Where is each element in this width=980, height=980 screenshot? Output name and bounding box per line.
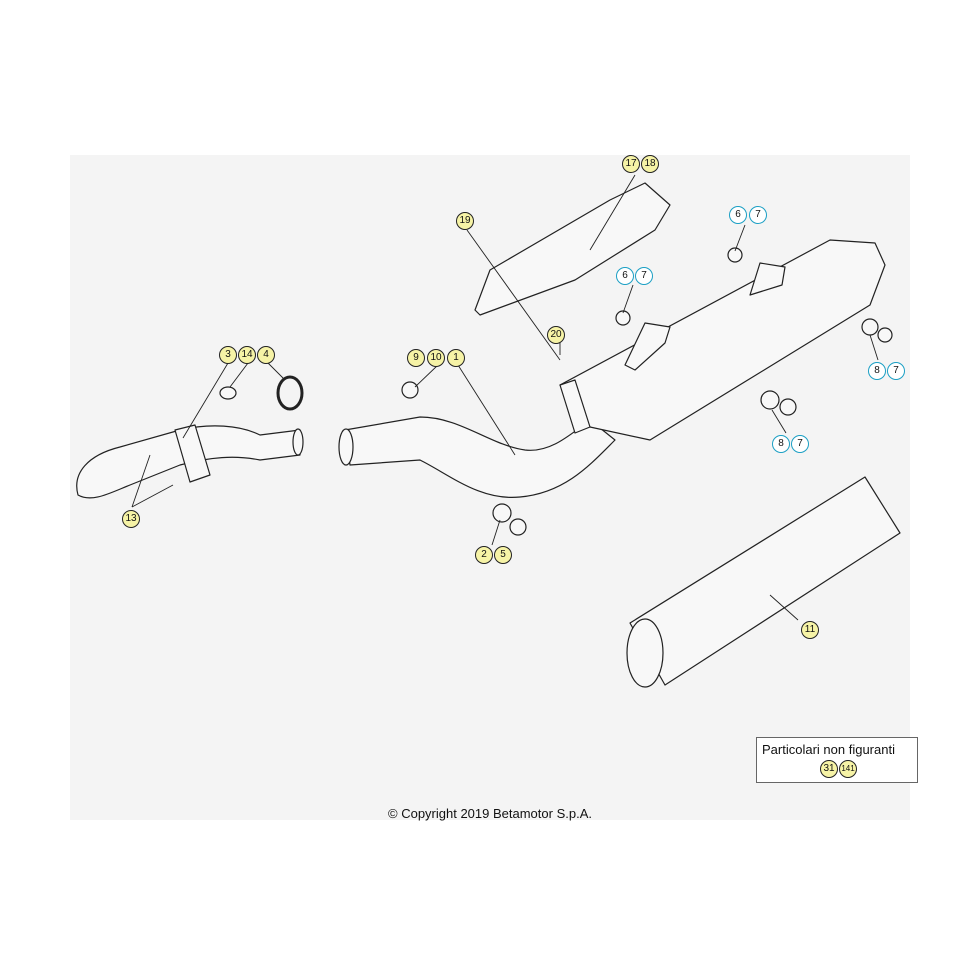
leader-8a (869, 334, 879, 361)
silencer-body (559, 239, 886, 441)
legend-item-31[interactable]: 31 (820, 760, 838, 778)
callout-8b[interactable]: 8 (772, 435, 790, 453)
exhaust-gasket (276, 375, 304, 411)
exhaust-system-diagram: 17 18 19 6 7 6 7 20 9 10 1 3 14 4 8 7 8 … (70, 155, 918, 820)
leader-2 (491, 519, 501, 546)
leader-1 (457, 364, 516, 456)
silencer-wrap-end (626, 618, 664, 688)
washer-5 (509, 518, 527, 536)
callout-7c[interactable]: 7 (887, 362, 905, 380)
silencer-wrap (629, 476, 901, 686)
callout-1[interactable]: 1 (447, 349, 465, 367)
header-flange (174, 424, 211, 483)
leader-14 (229, 362, 249, 388)
washer-7b (779, 398, 797, 416)
washer-7a (877, 327, 893, 343)
leader-19 (466, 229, 561, 361)
heat-shield (474, 182, 671, 316)
washer-6b (615, 310, 631, 326)
leader-6b (622, 284, 634, 314)
legend-item-141[interactable]: 141 (839, 760, 857, 778)
legend-title: Particolari non figuranti (762, 742, 895, 757)
mid-pipe-inlet (338, 428, 354, 466)
callout-7b[interactable]: 7 (635, 267, 653, 285)
leader-10 (414, 364, 439, 388)
callout-20[interactable]: 20 (547, 326, 565, 344)
washer-6a (727, 247, 743, 263)
callout-13[interactable]: 13 (122, 510, 140, 528)
callout-19[interactable]: 19 (456, 212, 474, 230)
callout-7d[interactable]: 7 (791, 435, 809, 453)
leader-3 (182, 362, 229, 439)
silencer-mount-rear (749, 262, 786, 296)
callout-7a[interactable]: 7 (749, 206, 767, 224)
nut-8b (760, 390, 780, 410)
nut-2 (492, 503, 512, 523)
diagram-drawing (76, 174, 901, 688)
mid-pipe (344, 416, 616, 498)
leader-6a (734, 224, 746, 252)
silencer-mount-front (624, 322, 671, 371)
callout-9[interactable]: 9 (407, 349, 425, 367)
leader-4 (267, 362, 286, 381)
callout-14[interactable]: 14 (238, 346, 256, 364)
leader-11 (769, 594, 799, 621)
callout-6b[interactable]: 6 (616, 267, 634, 285)
callout-17[interactable]: 17 (622, 155, 640, 173)
silencer-end-cap (559, 379, 591, 434)
callout-11[interactable]: 11 (801, 621, 819, 639)
legend-box: Particolari non figuranti 31 141 (756, 737, 918, 783)
callout-6a[interactable]: 6 (729, 206, 747, 224)
header-pipe-outlet (292, 428, 304, 456)
copyright-text: © Copyright 2019 Betamotor S.p.A. (388, 806, 592, 821)
nut-8a (861, 318, 879, 336)
callout-8a[interactable]: 8 (868, 362, 886, 380)
callout-10[interactable]: 10 (427, 349, 445, 367)
header-clip (219, 386, 237, 400)
callout-5[interactable]: 5 (494, 546, 512, 564)
callout-2[interactable]: 2 (475, 546, 493, 564)
callout-18[interactable]: 18 (641, 155, 659, 173)
callout-3[interactable]: 3 (219, 346, 237, 364)
leader-13b (131, 484, 174, 508)
leader-8b (771, 409, 787, 434)
washer-9 (401, 381, 419, 399)
callout-4[interactable]: 4 (257, 346, 275, 364)
leader-17 (589, 174, 636, 251)
leader-13a (131, 454, 151, 508)
